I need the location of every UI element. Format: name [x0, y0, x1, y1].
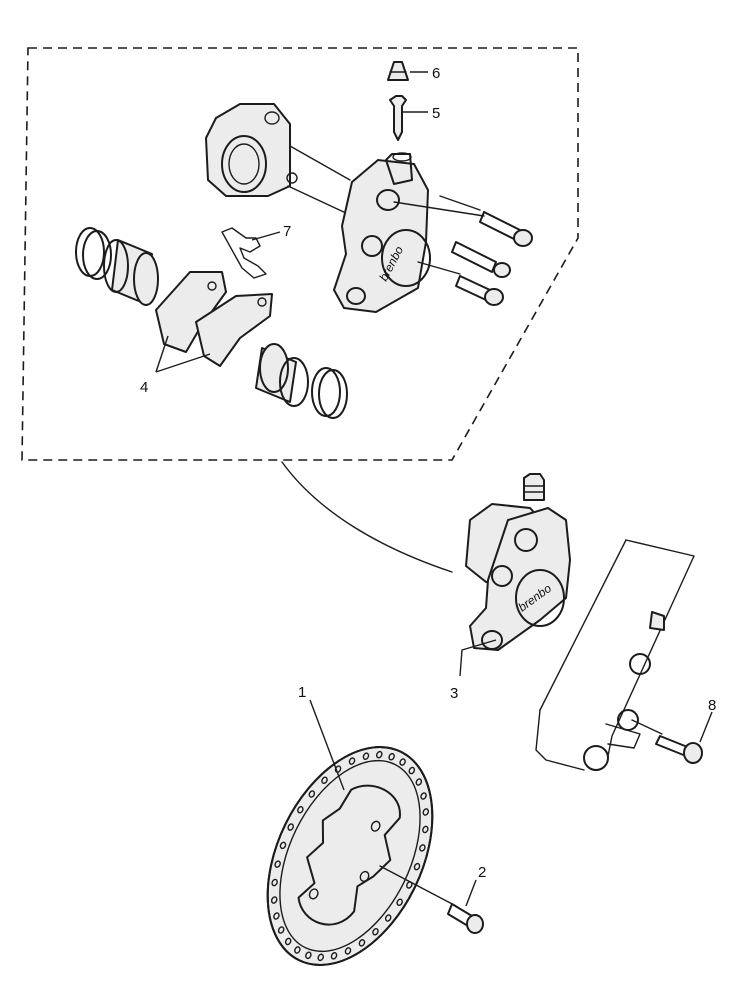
caliper-inner-half: brenbo — [333, 152, 431, 313]
disc-hole — [305, 951, 312, 960]
disc-hole — [348, 757, 356, 765]
brake-pad-inner — [195, 293, 273, 367]
disc-hole — [273, 912, 280, 920]
callout-6: 6 — [432, 65, 440, 82]
disc-hole — [413, 862, 421, 871]
piston-seal-right — [311, 367, 348, 419]
disc-hole — [422, 808, 430, 816]
disc-hole — [408, 766, 416, 775]
disc-holes — [270, 750, 430, 962]
callout-leaders — [155, 71, 713, 907]
brake-disc — [266, 746, 434, 966]
callout-7: 7 — [283, 223, 291, 240]
piston-left — [103, 239, 159, 306]
disc-hole — [362, 752, 370, 760]
disc-hole — [399, 758, 406, 766]
disc-hole — [376, 750, 383, 759]
callout-8: 8 — [708, 697, 716, 714]
disc-hole — [415, 778, 423, 786]
connector-arc — [281, 461, 453, 573]
disc-hole — [330, 952, 338, 960]
disc-hole — [422, 825, 429, 834]
caliper-bolt-upper — [479, 211, 533, 247]
callout-4: 4 — [140, 379, 148, 396]
callout-1: 1 — [298, 684, 306, 701]
pad-retaining-clip — [221, 227, 267, 279]
disc-hole — [277, 926, 285, 934]
exploded-view-boundary — [21, 47, 579, 461]
disc-hole — [271, 878, 278, 887]
mounting-bolt — [631, 719, 703, 764]
caliper-exploded: brenbo — [75, 61, 533, 419]
disc-hole — [344, 947, 352, 955]
caliper-bolt-lower — [455, 275, 504, 306]
disc-hole — [420, 792, 427, 800]
bleed-screw — [389, 95, 407, 141]
disc-hole — [297, 805, 304, 814]
fork-leg — [535, 539, 695, 771]
caliper-outer-half — [205, 103, 351, 215]
disc-hole — [270, 896, 278, 904]
caliper-bolts — [393, 195, 533, 306]
disc-hole — [294, 946, 301, 954]
disc-bolt — [379, 865, 484, 934]
disc-hole — [279, 841, 287, 850]
disc-hole — [274, 860, 281, 868]
callout-5: 5 — [432, 105, 440, 122]
piston-seal-left — [75, 227, 112, 280]
disc-hole — [308, 790, 316, 798]
bleed-cap — [387, 61, 409, 81]
caliper-bolt-middle — [451, 241, 511, 278]
disc-hole — [284, 937, 292, 946]
callout-3: 3 — [450, 685, 458, 702]
piston-right — [255, 343, 309, 407]
disc-hole — [287, 823, 294, 831]
disc-hole — [321, 776, 328, 785]
disc-hole — [388, 752, 395, 761]
callout-2: 2 — [478, 864, 486, 881]
disc-hole — [358, 939, 366, 947]
caliper-assembled: brenbo — [465, 473, 571, 651]
disc-hole — [372, 927, 379, 936]
disc-hole — [317, 953, 324, 962]
disc-hole — [396, 898, 403, 907]
disc-hole — [419, 844, 426, 852]
disc-hole — [384, 914, 392, 922]
